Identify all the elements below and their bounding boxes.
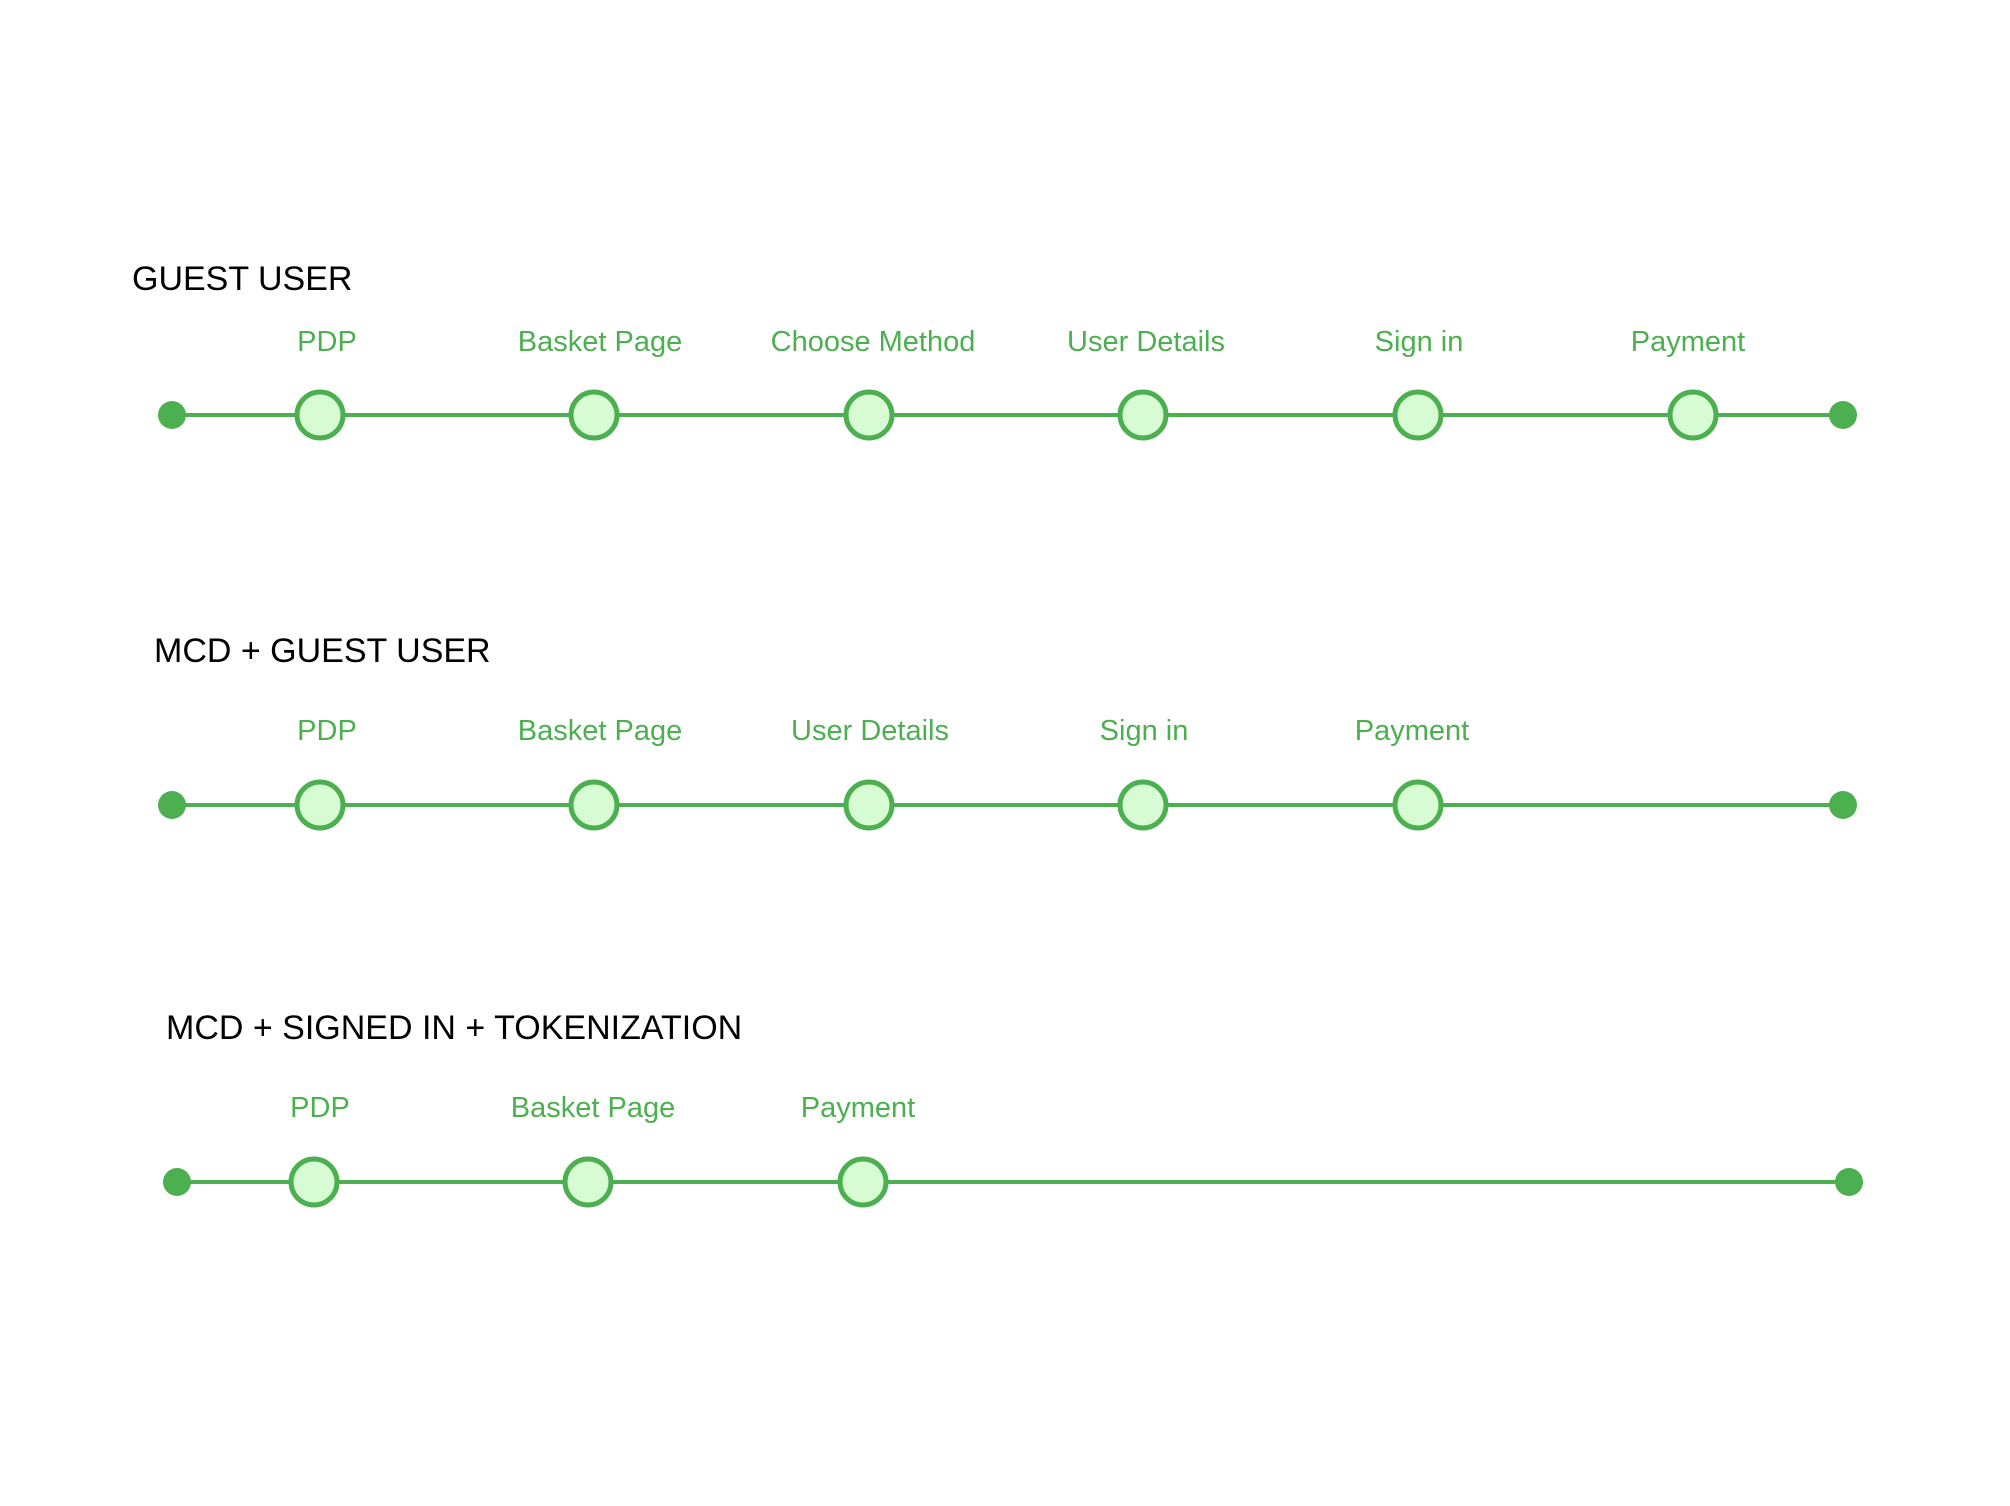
- step-label-choose-method: Choose Method: [770, 326, 976, 358]
- step-node-basket-page: [568, 389, 620, 441]
- step-node-user-details: [843, 779, 895, 831]
- step-label-payment: Payment: [1630, 326, 1746, 358]
- step-label-user-details: User Details: [791, 715, 949, 747]
- step-node-payment: [837, 1156, 889, 1208]
- flow-title: GUEST USER: [132, 260, 353, 298]
- step-label-payment: Payment: [1354, 715, 1470, 747]
- step-node-user-details: [1117, 389, 1169, 441]
- end-endpoint: [1835, 1168, 1863, 1196]
- step-label-basket-page: Basket Page: [517, 326, 683, 358]
- step-node-pdp: [294, 389, 346, 441]
- flow-title: MCD + SIGNED IN + TOKENIZATION: [166, 1009, 743, 1047]
- step-node-pdp: [294, 779, 346, 831]
- step-node-basket-page: [568, 779, 620, 831]
- flow-guest-user-track: [158, 389, 1857, 441]
- step-node-choose-method: [843, 389, 895, 441]
- end-endpoint: [1829, 401, 1857, 429]
- step-label-sign-in: Sign in: [1099, 715, 1189, 747]
- step-label-pdp: PDP: [290, 1092, 350, 1124]
- step-node-sign-in: [1392, 389, 1444, 441]
- step-label-basket-page: Basket Page: [510, 1092, 676, 1124]
- flow-mcd-guest-user-track: [158, 779, 1857, 831]
- step-node-payment: [1392, 779, 1444, 831]
- step-label-pdp: PDP: [297, 326, 357, 358]
- step-node-sign-in: [1117, 779, 1169, 831]
- flow-title: MCD + GUEST USER: [154, 632, 491, 670]
- step-label-sign-in: Sign in: [1374, 326, 1464, 358]
- end-endpoint: [1829, 791, 1857, 819]
- step-label-basket-page: Basket Page: [517, 715, 683, 747]
- step-label-payment: Payment: [800, 1092, 916, 1124]
- step-label-pdp: PDP: [297, 715, 357, 747]
- step-label-user-details: User Details: [1067, 326, 1225, 358]
- step-node-pdp: [288, 1156, 340, 1208]
- start-endpoint: [158, 791, 186, 819]
- step-node-basket-page: [562, 1156, 614, 1208]
- start-endpoint: [163, 1168, 191, 1196]
- step-node-payment: [1667, 389, 1719, 441]
- flow-mcd-signed-in-tokenization-track: [163, 1156, 1863, 1208]
- start-endpoint: [158, 401, 186, 429]
